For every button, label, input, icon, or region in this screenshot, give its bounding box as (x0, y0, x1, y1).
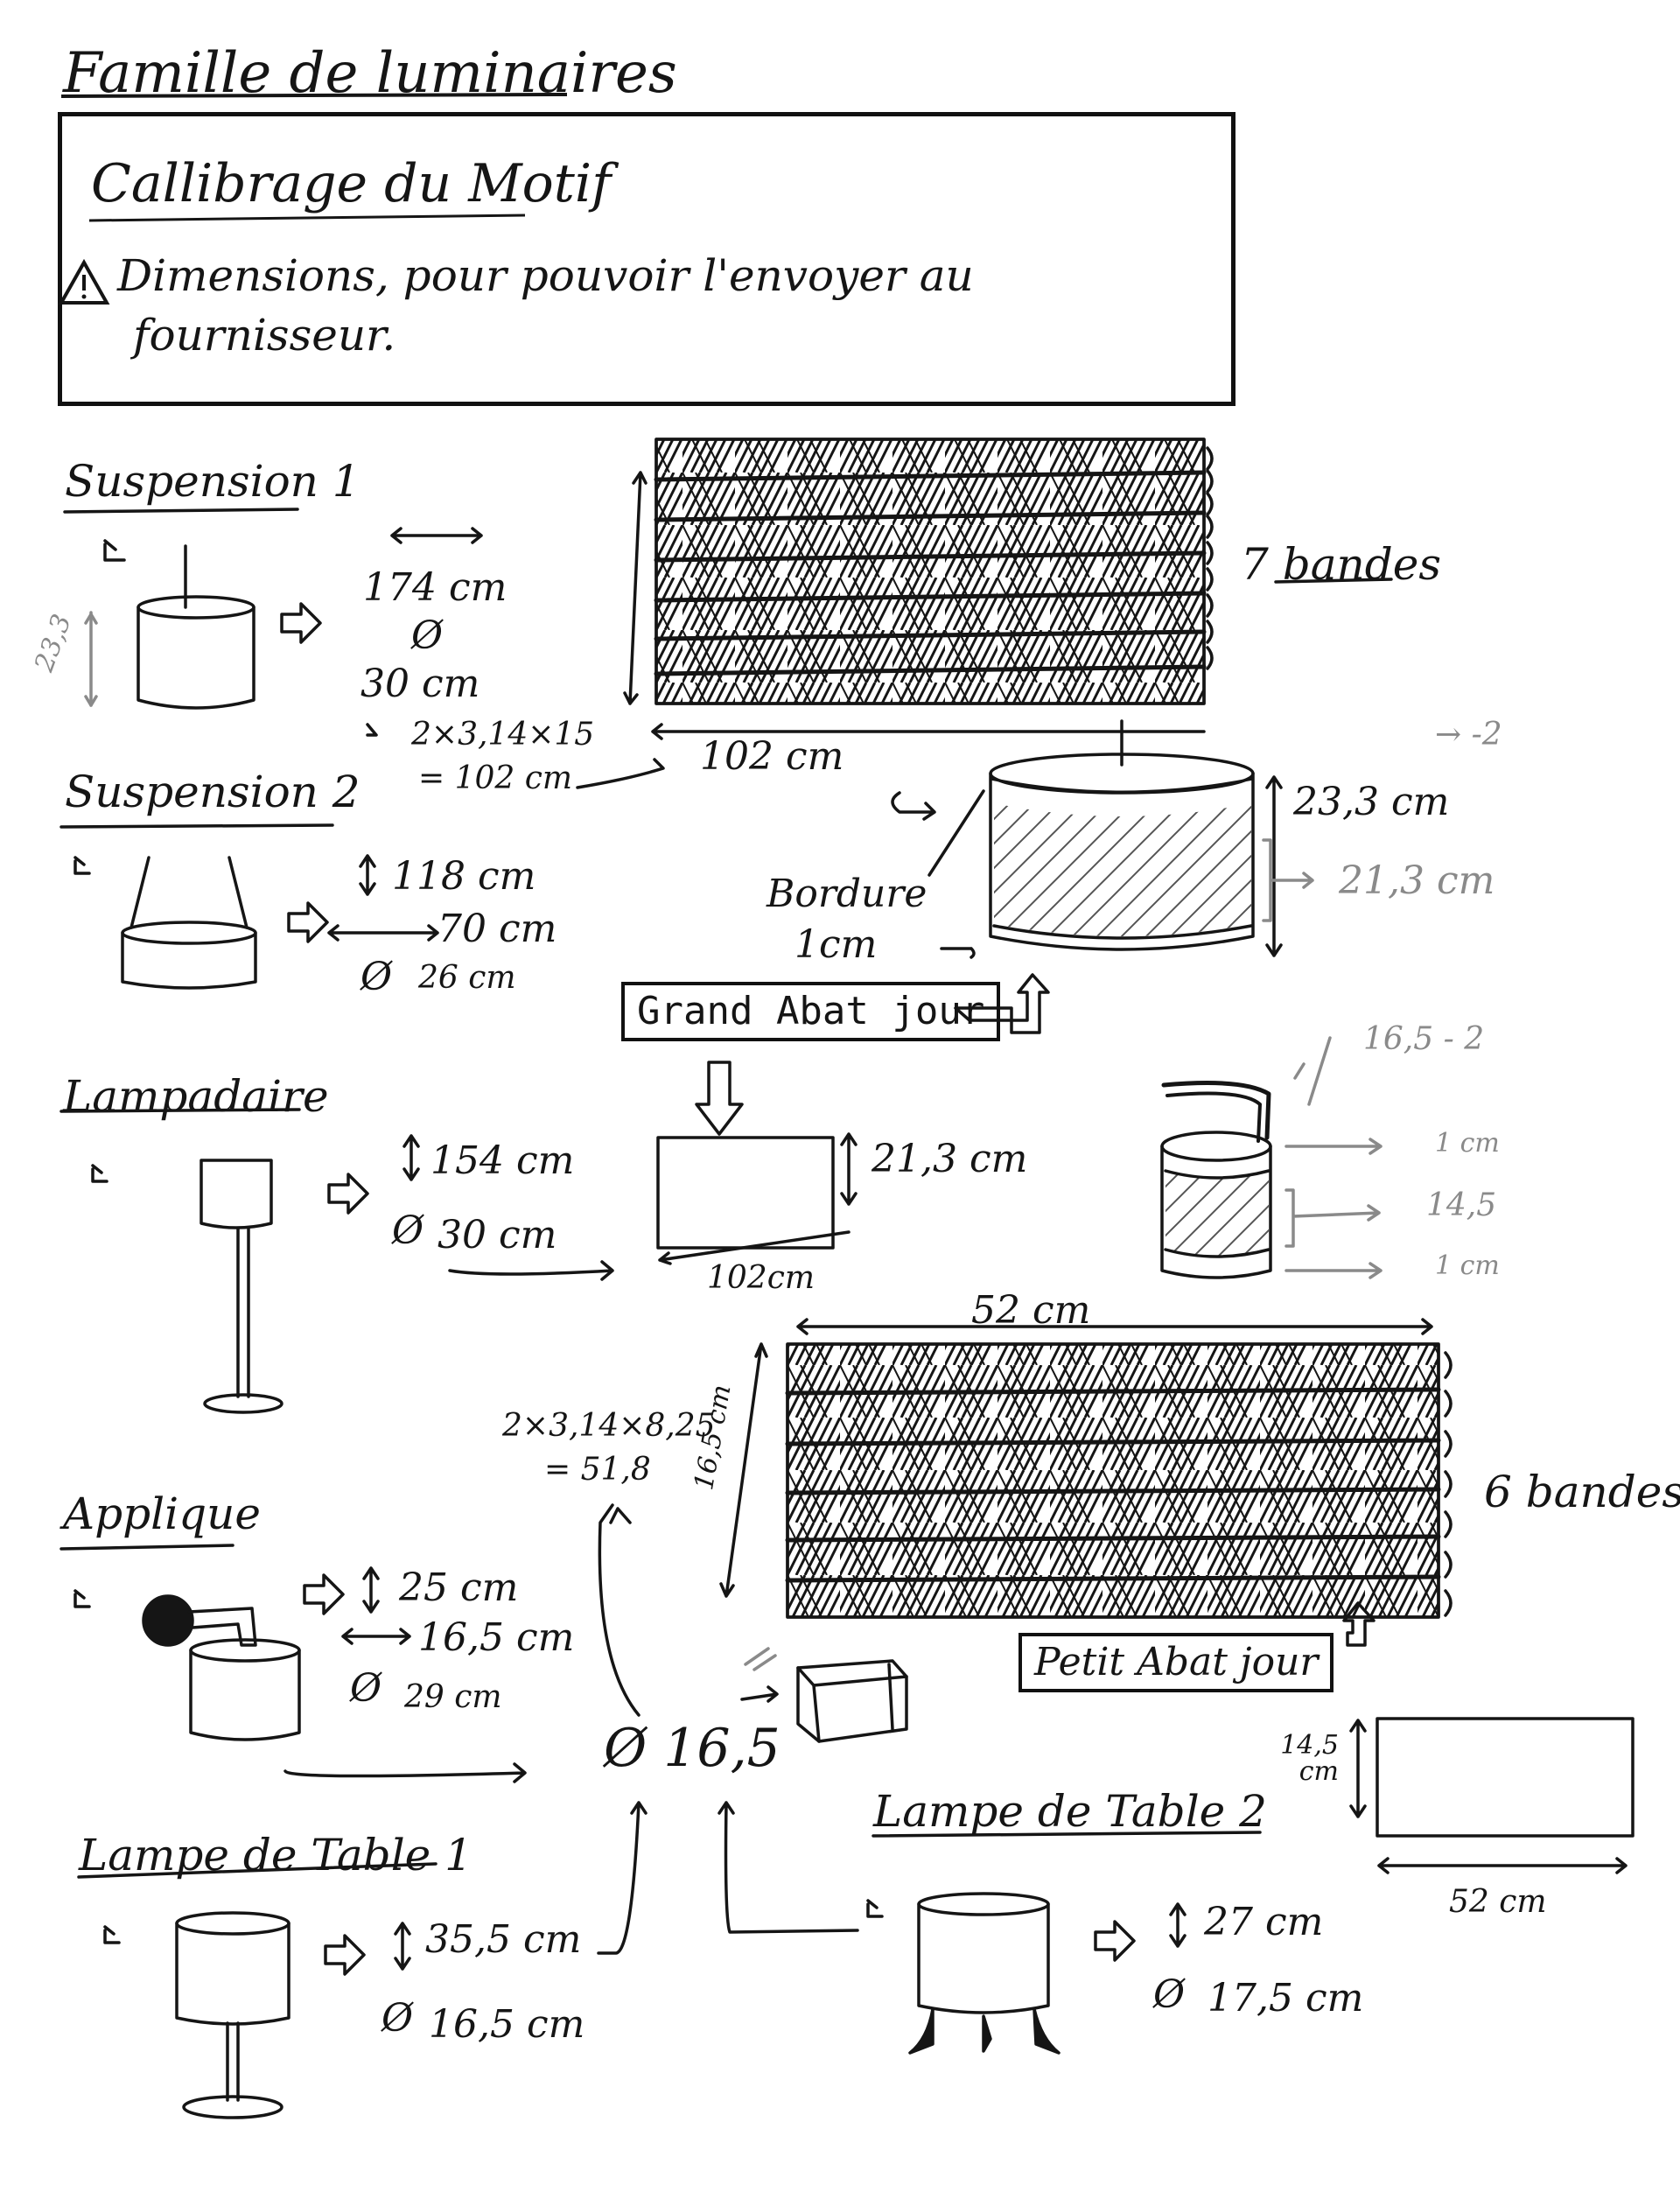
petit-abat-jour-label: Petit Abat jour (1018, 1633, 1334, 1693)
suspension2-height: 118 cm (392, 854, 536, 899)
lampe-table1-height: 35,5 cm (425, 1917, 582, 1962)
notice-line2: fournisseur. (133, 310, 396, 361)
petit-border-bottom: 1 cm (1435, 1250, 1500, 1281)
suspension1-formula-line2: = 102 cm (418, 760, 573, 796)
suspension1-diameter: 30 cm (360, 662, 480, 706)
lampadaire-label: Lampadaire (63, 1071, 329, 1122)
lampe-table1-diameter-icon: Ø (382, 1996, 414, 2041)
petit-middle: 14,5 (1426, 1187, 1497, 1223)
lampe-table1-label: Lampe de Table 1 (79, 1830, 472, 1880)
lampe-table2-label: Lampe de Table 2 (873, 1786, 1267, 1837)
page-title: Famille de luminaires (63, 41, 677, 106)
grand-abat-jour-label: Grand Abat jour (621, 982, 1001, 1042)
suspension2-label: Suspension 2 (65, 767, 360, 817)
applique-diameter: 29 cm (404, 1679, 502, 1715)
applique-diameter-icon: Ø (350, 1666, 382, 1711)
grand-rect-width: 102cm (707, 1260, 816, 1296)
applique-label: Applique (63, 1488, 261, 1539)
notice-title: Callibrage du Motif (91, 153, 612, 214)
petit-pattern-width: 52 cm (971, 1288, 1091, 1333)
grand-rect-height: 21,3 cm (872, 1137, 1028, 1181)
lampadaire-diameter-icon: Ø (392, 1208, 424, 1253)
lampe-table1-diameter: 16,5 cm (429, 2002, 585, 2047)
petit-formula-line1: 2×3,14×8,25 (502, 1408, 716, 1444)
lampe-table2-diameter-icon: Ø (1153, 1972, 1186, 2017)
petit-rect-height: 14,5 cm (1280, 1730, 1339, 1787)
petit-border-top: 1 cm (1435, 1128, 1500, 1159)
grand-top-note: → -2 (1435, 717, 1502, 753)
grand-height: 23,3 cm (1293, 780, 1450, 824)
notice-line1: Dimensions, pour pouvoir l'envoyer au (117, 250, 974, 301)
applique-width: 16,5 cm (418, 1615, 575, 1660)
petit-top-note: 16,5 - 2 (1363, 1021, 1485, 1057)
suspension1-label: Suspension 1 (65, 456, 360, 507)
petit-bands: 6 bandes (1484, 1467, 1680, 1517)
suspension2-diameter-icon: Ø (360, 955, 393, 999)
lampadaire-diameter: 30 cm (438, 1213, 557, 1257)
notice-box (58, 112, 1236, 406)
petit-rect-width: 52 cm (1449, 1884, 1547, 1920)
suspension1-diameter-icon: Ø (411, 613, 444, 658)
grand-inner-height: 21,3 cm (1339, 858, 1495, 903)
grand-pattern-width: 102 cm (700, 734, 844, 779)
grand-border-size: 1cm (794, 922, 878, 967)
grand-bands: 7 bandes (1241, 539, 1441, 590)
lampe-table2-diameter: 17,5 cm (1208, 1976, 1364, 2020)
lampadaire-height: 154 cm (430, 1138, 575, 1183)
applique-height: 25 cm (399, 1565, 519, 1610)
suspension2-diameter: 26 cm (418, 960, 516, 996)
lampe-table2-height: 27 cm (1204, 1900, 1324, 1944)
petit-diameter: Ø 16,5 (604, 1718, 780, 1779)
petit-formula-line2: = 51,8 (544, 1452, 651, 1488)
suspension2-width: 70 cm (438, 907, 557, 951)
suspension1-width: 174 cm (363, 565, 508, 610)
grand-border-label: Bordure (766, 872, 928, 916)
suspension1-formula-line1: 2×3,14×15 (411, 717, 595, 753)
